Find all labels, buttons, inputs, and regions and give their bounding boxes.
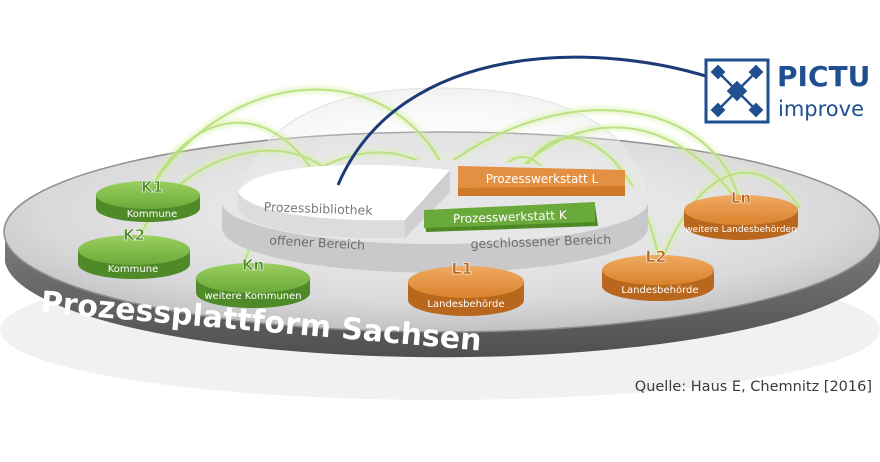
- library-title: Prozessbibliothek: [264, 199, 374, 218]
- node-k1-tag: K1: [141, 178, 163, 196]
- open-area-label: offener Bereich: [269, 233, 365, 253]
- node-ln: Ln weitere Landesbehörden: [684, 189, 798, 240]
- workshop-k: Prozesswerkstatt K: [424, 202, 598, 232]
- node-kn-label: weitere Kommunen: [204, 291, 301, 302]
- node-k2-tag: K2: [123, 226, 145, 244]
- workshop-l-label: Prozesswerkstatt L: [486, 172, 599, 186]
- node-k1: K1 Kommune: [96, 178, 200, 222]
- node-l1: L1 Landesbehörde: [408, 259, 524, 316]
- network-hub-icon: [710, 64, 764, 118]
- node-ln-label: weitere Landesbehörden: [685, 225, 797, 235]
- source-note: Quelle: Haus E, Chemnitz [2016]: [635, 379, 872, 395]
- node-k2-label: Kommune: [108, 264, 159, 275]
- process-library: Prozessbibliothek offener Bereich geschl…: [222, 160, 648, 273]
- pictu-logo: PICTU improve: [704, 58, 870, 124]
- node-l1-tag: L1: [451, 259, 472, 278]
- node-l2-tag: L2: [645, 247, 666, 266]
- node-kn-tag: Kn: [242, 256, 264, 274]
- logo-connection-arc: [336, 55, 719, 186]
- node-k1-label: Kommune: [127, 209, 178, 220]
- node-ln-tag: Ln: [731, 189, 751, 207]
- node-l1-label: Landesbehörde: [427, 299, 504, 310]
- workshop-k-label: Prozesswerkstatt K: [453, 208, 568, 226]
- node-l2-label: Landesbehörde: [621, 285, 698, 296]
- node-kn: Kn weitere Kommunen: [196, 256, 310, 308]
- closed-area-label: geschlossener Bereich: [470, 232, 611, 252]
- workshop-l: Prozesswerkstatt L: [458, 166, 625, 196]
- logo-tagline: improve: [778, 97, 864, 121]
- node-k2: K2 Kommune: [78, 226, 190, 279]
- node-l2: L2 Landesbehörde: [602, 247, 714, 301]
- logo-name: PICTU: [777, 60, 870, 93]
